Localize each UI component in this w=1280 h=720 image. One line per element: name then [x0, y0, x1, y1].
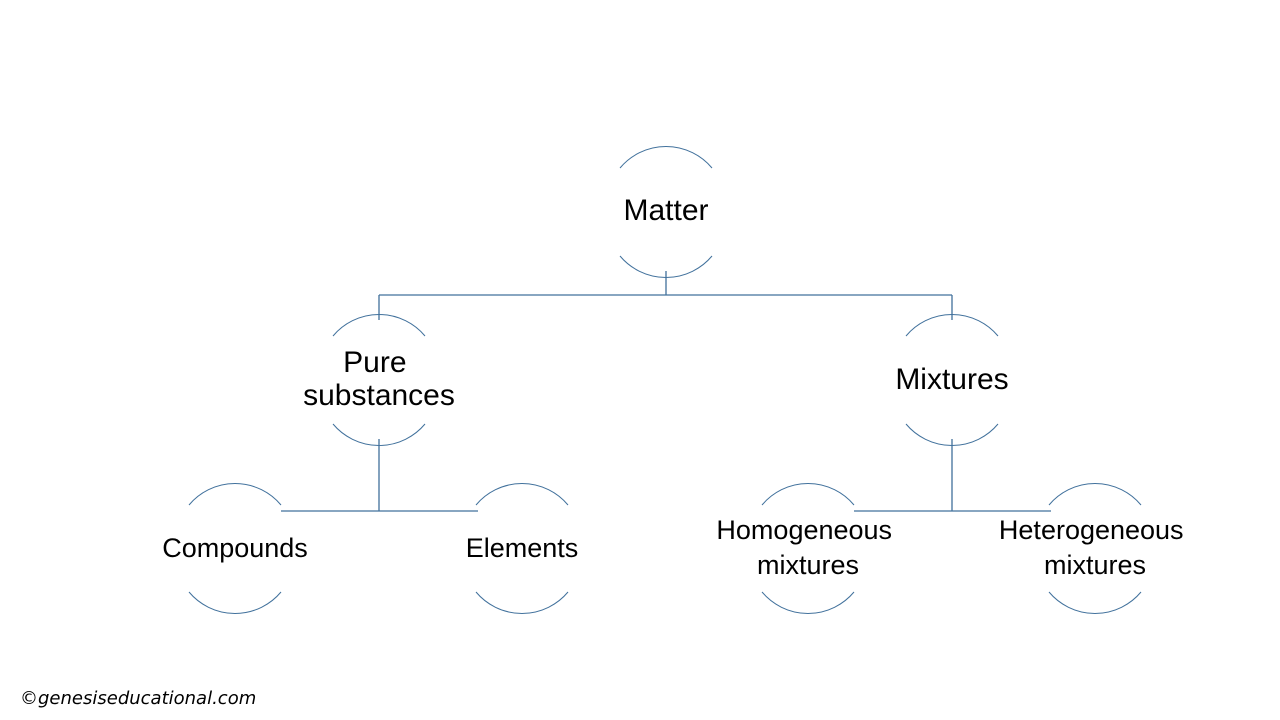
node-pure-substances-bottom-arc [332, 423, 426, 446]
svg-text:Mixtures: Mixtures [895, 363, 1008, 396]
node-elements-bottom-arc [475, 591, 569, 614]
node-homogeneous-mixtures: Homogeneous mixtures [716, 483, 899, 614]
node-heterogeneous-mixtures-top-arc [1048, 483, 1142, 506]
connector-root-to-branches [378, 271, 953, 320]
connector-mixtures-to-children [854, 439, 1051, 512]
svg-text:Homogeneous mixtures: Homogeneous mixtures [716, 515, 899, 580]
node-heterogeneous-mixtures: Heterogeneous mixtures [999, 483, 1191, 614]
svg-text:Matter: Matter [623, 194, 708, 227]
node-mixtures-label: Mixtures [895, 363, 1008, 396]
connectors [281, 271, 1051, 512]
node-matter-label: Matter [623, 194, 708, 227]
node-compounds: Compounds [162, 483, 308, 614]
node-heterogeneous-mixtures-label-line-2: mixtures [1044, 550, 1146, 580]
node-compounds-label: Compounds [162, 533, 308, 563]
node-compounds-bottom-arc [188, 591, 282, 614]
node-homogeneous-mixtures-bottom-arc [761, 591, 855, 614]
node-heterogeneous-mixtures-label-line-1: Heterogeneous [999, 515, 1184, 545]
node-pure-substances-label-line-2: substances [303, 379, 455, 412]
node-mixtures: Mixtures [895, 314, 1009, 446]
node-mixtures-bottom-arc [905, 423, 999, 446]
node-heterogeneous-mixtures-bottom-arc [1048, 591, 1142, 614]
connector-pure-substances-to-children [281, 439, 478, 512]
node-mixtures-top-arc [905, 314, 999, 337]
node-homogeneous-mixtures-label-line-1: Homogeneous [716, 515, 892, 545]
node-pure-substances-top-arc [332, 314, 426, 337]
svg-text:Heterogeneous mixtures: Heterogeneous mixtures [999, 515, 1191, 580]
node-matter: Matter [619, 146, 713, 278]
node-elements-label: Elements [466, 533, 579, 563]
node-homogeneous-mixtures-label-line-2: mixtures [757, 550, 859, 580]
node-matter-top-arc [619, 146, 713, 169]
node-compounds-top-arc [188, 483, 282, 506]
node-pure-substances-label-line-1: Pure [343, 346, 406, 379]
node-matter-bottom-arc [619, 255, 713, 278]
copyright-text: ©genesiseducational.com [20, 688, 257, 709]
node-homogeneous-mixtures-top-arc [761, 483, 855, 506]
node-elements-top-arc [475, 483, 569, 506]
svg-text:Compounds: Compounds [162, 533, 308, 563]
svg-text:Pure substances: Pure substances [303, 346, 455, 412]
node-pure-substances: Pure substances [303, 314, 455, 446]
node-elements: Elements [466, 483, 579, 614]
svg-text:Elements: Elements [466, 533, 579, 563]
